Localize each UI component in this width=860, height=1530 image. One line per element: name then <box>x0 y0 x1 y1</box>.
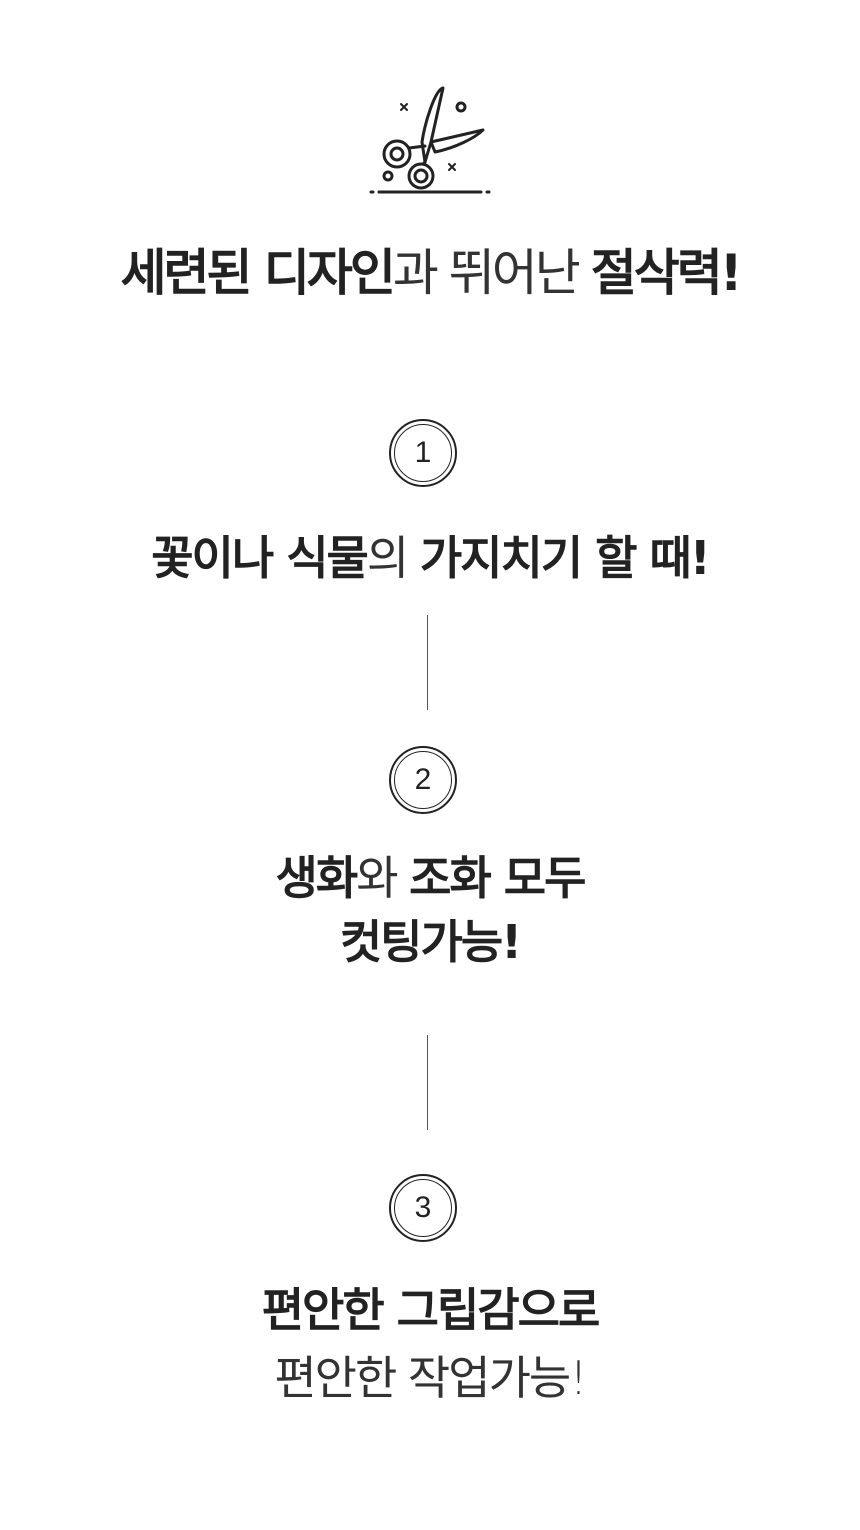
step-number: 1 <box>414 436 432 469</box>
headline-bold-1: 세련된 디자인 <box>120 244 395 302</box>
scissors-icon <box>369 86 491 194</box>
headline: 세련된 디자인과 뛰어난 절삭력! <box>0 238 860 308</box>
step-1-bold-2: 가지치기 할 때! <box>419 531 711 585</box>
step-3-badge: 3 <box>389 1174 457 1242</box>
step-number: 3 <box>414 1191 432 1224</box>
step-1-light: 의 <box>366 531 420 585</box>
divider-line <box>427 1035 428 1130</box>
step-2-text: 생화와 조화 모두 컷팅가능! <box>0 846 860 974</box>
step-3-line-2: 편안한 작업가능! <box>274 1351 587 1405</box>
step-1-bold-1: 꽃이나 식물 <box>151 531 369 585</box>
step-2-light: 와 <box>356 851 410 905</box>
divider-line <box>427 615 428 710</box>
step-1-badge: 1 <box>389 419 457 487</box>
step-2-bold-2: 조화 모두 <box>409 851 586 905</box>
step-2-badge: 2 <box>389 746 457 814</box>
step-3-line-1: 편안한 그립감으로 <box>261 1283 601 1337</box>
step-number: 2 <box>414 763 432 796</box>
step-1-text: 꽃이나 식물의 가지치기 할 때! <box>0 526 860 590</box>
step-3-text: 편안한 그립감으로 편안한 작업가능! <box>0 1278 860 1410</box>
step-2-line-2: 컷팅가능! <box>339 915 522 969</box>
headline-light: 과 뛰어난 <box>392 244 591 302</box>
headline-bold-2: 절삭력! <box>590 244 743 302</box>
step-2-bold-1: 생화 <box>275 851 359 905</box>
